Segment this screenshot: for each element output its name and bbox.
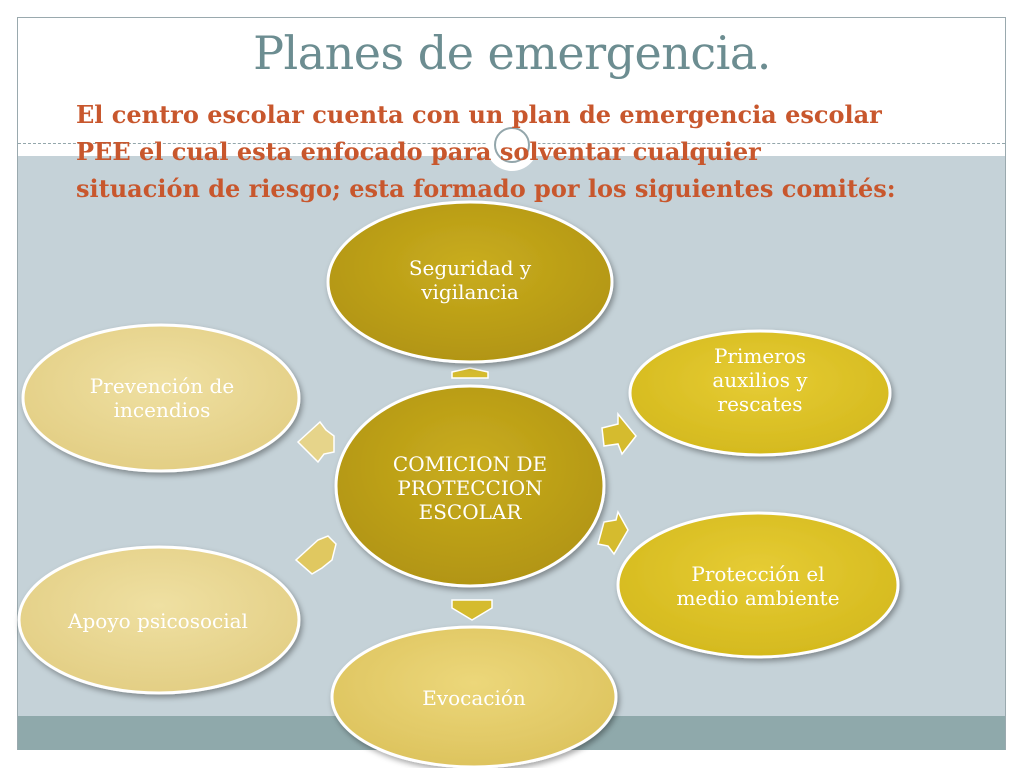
node-apoyo-line-1: Apoyo psicosocial [68, 609, 248, 633]
center-line-3: ESCOLAR [418, 500, 522, 524]
arrow-to-evocacion-icon [451, 599, 493, 621]
node-apoyo-label: Apoyo psicosocial [38, 609, 278, 633]
node-prevencion-line-1: Prevención de [89, 374, 235, 398]
node-primeros-line-3: rescates [717, 392, 803, 416]
node-evocacion-label: Evocación [364, 686, 584, 710]
node-primeros-line-1: Primeros [713, 344, 807, 368]
arrow-to-prevencion-icon [296, 420, 335, 464]
arrow-to-primeros-icon [601, 411, 637, 456]
center-line-1: COMICION DE [392, 452, 548, 476]
node-proteccion [616, 511, 900, 659]
node-seguridad-line-2: vigilancia [421, 280, 519, 304]
node-proteccion-line-1: Protección el [691, 562, 825, 586]
intro-line-2: PEE el cual esta enfocado para solventar… [76, 137, 761, 166]
intro-text: El centro escolar cuenta con un plan de … [76, 96, 976, 207]
node-proteccion-line-2: medio ambiente [676, 586, 840, 610]
node-apoyo [17, 545, 301, 695]
arrow-to-proteccion-icon [597, 509, 629, 556]
intro-line-3: situación de riesgo; esta formado por lo… [76, 174, 896, 203]
ring-ornament-icon [486, 119, 538, 171]
node-prevencion-label: Prevención de incendios [52, 374, 272, 422]
arrow-to-seguridad-icon [451, 367, 489, 379]
intro-line-1: El centro escolar cuenta con un plan de … [76, 100, 882, 129]
node-prevencion [21, 323, 301, 473]
node-prevencion-line-2: incendios [113, 398, 211, 422]
node-seguridad-line-1: Seguridad y [408, 256, 532, 280]
node-evocacion [330, 625, 618, 768]
center-label: COMICION DE PROTECCION ESCOLAR [360, 452, 580, 524]
arrow-to-apoyo-icon [294, 535, 337, 575]
center-line-2: PROTECCION [397, 476, 543, 500]
node-evocacion-line-1: Evocación [422, 686, 526, 710]
node-primeros-label: Primeros auxilios y rescates [650, 344, 870, 416]
node-seguridad-label: Seguridad y vigilancia [360, 256, 580, 304]
node-seguridad [326, 200, 614, 364]
center-node [334, 384, 606, 588]
slide-title: Planes de emergencia. [253, 26, 771, 80]
node-primeros [628, 329, 892, 457]
node-proteccion-label: Protección el medio ambiente [640, 562, 876, 610]
node-primeros-line-2: auxilios y [712, 368, 808, 392]
